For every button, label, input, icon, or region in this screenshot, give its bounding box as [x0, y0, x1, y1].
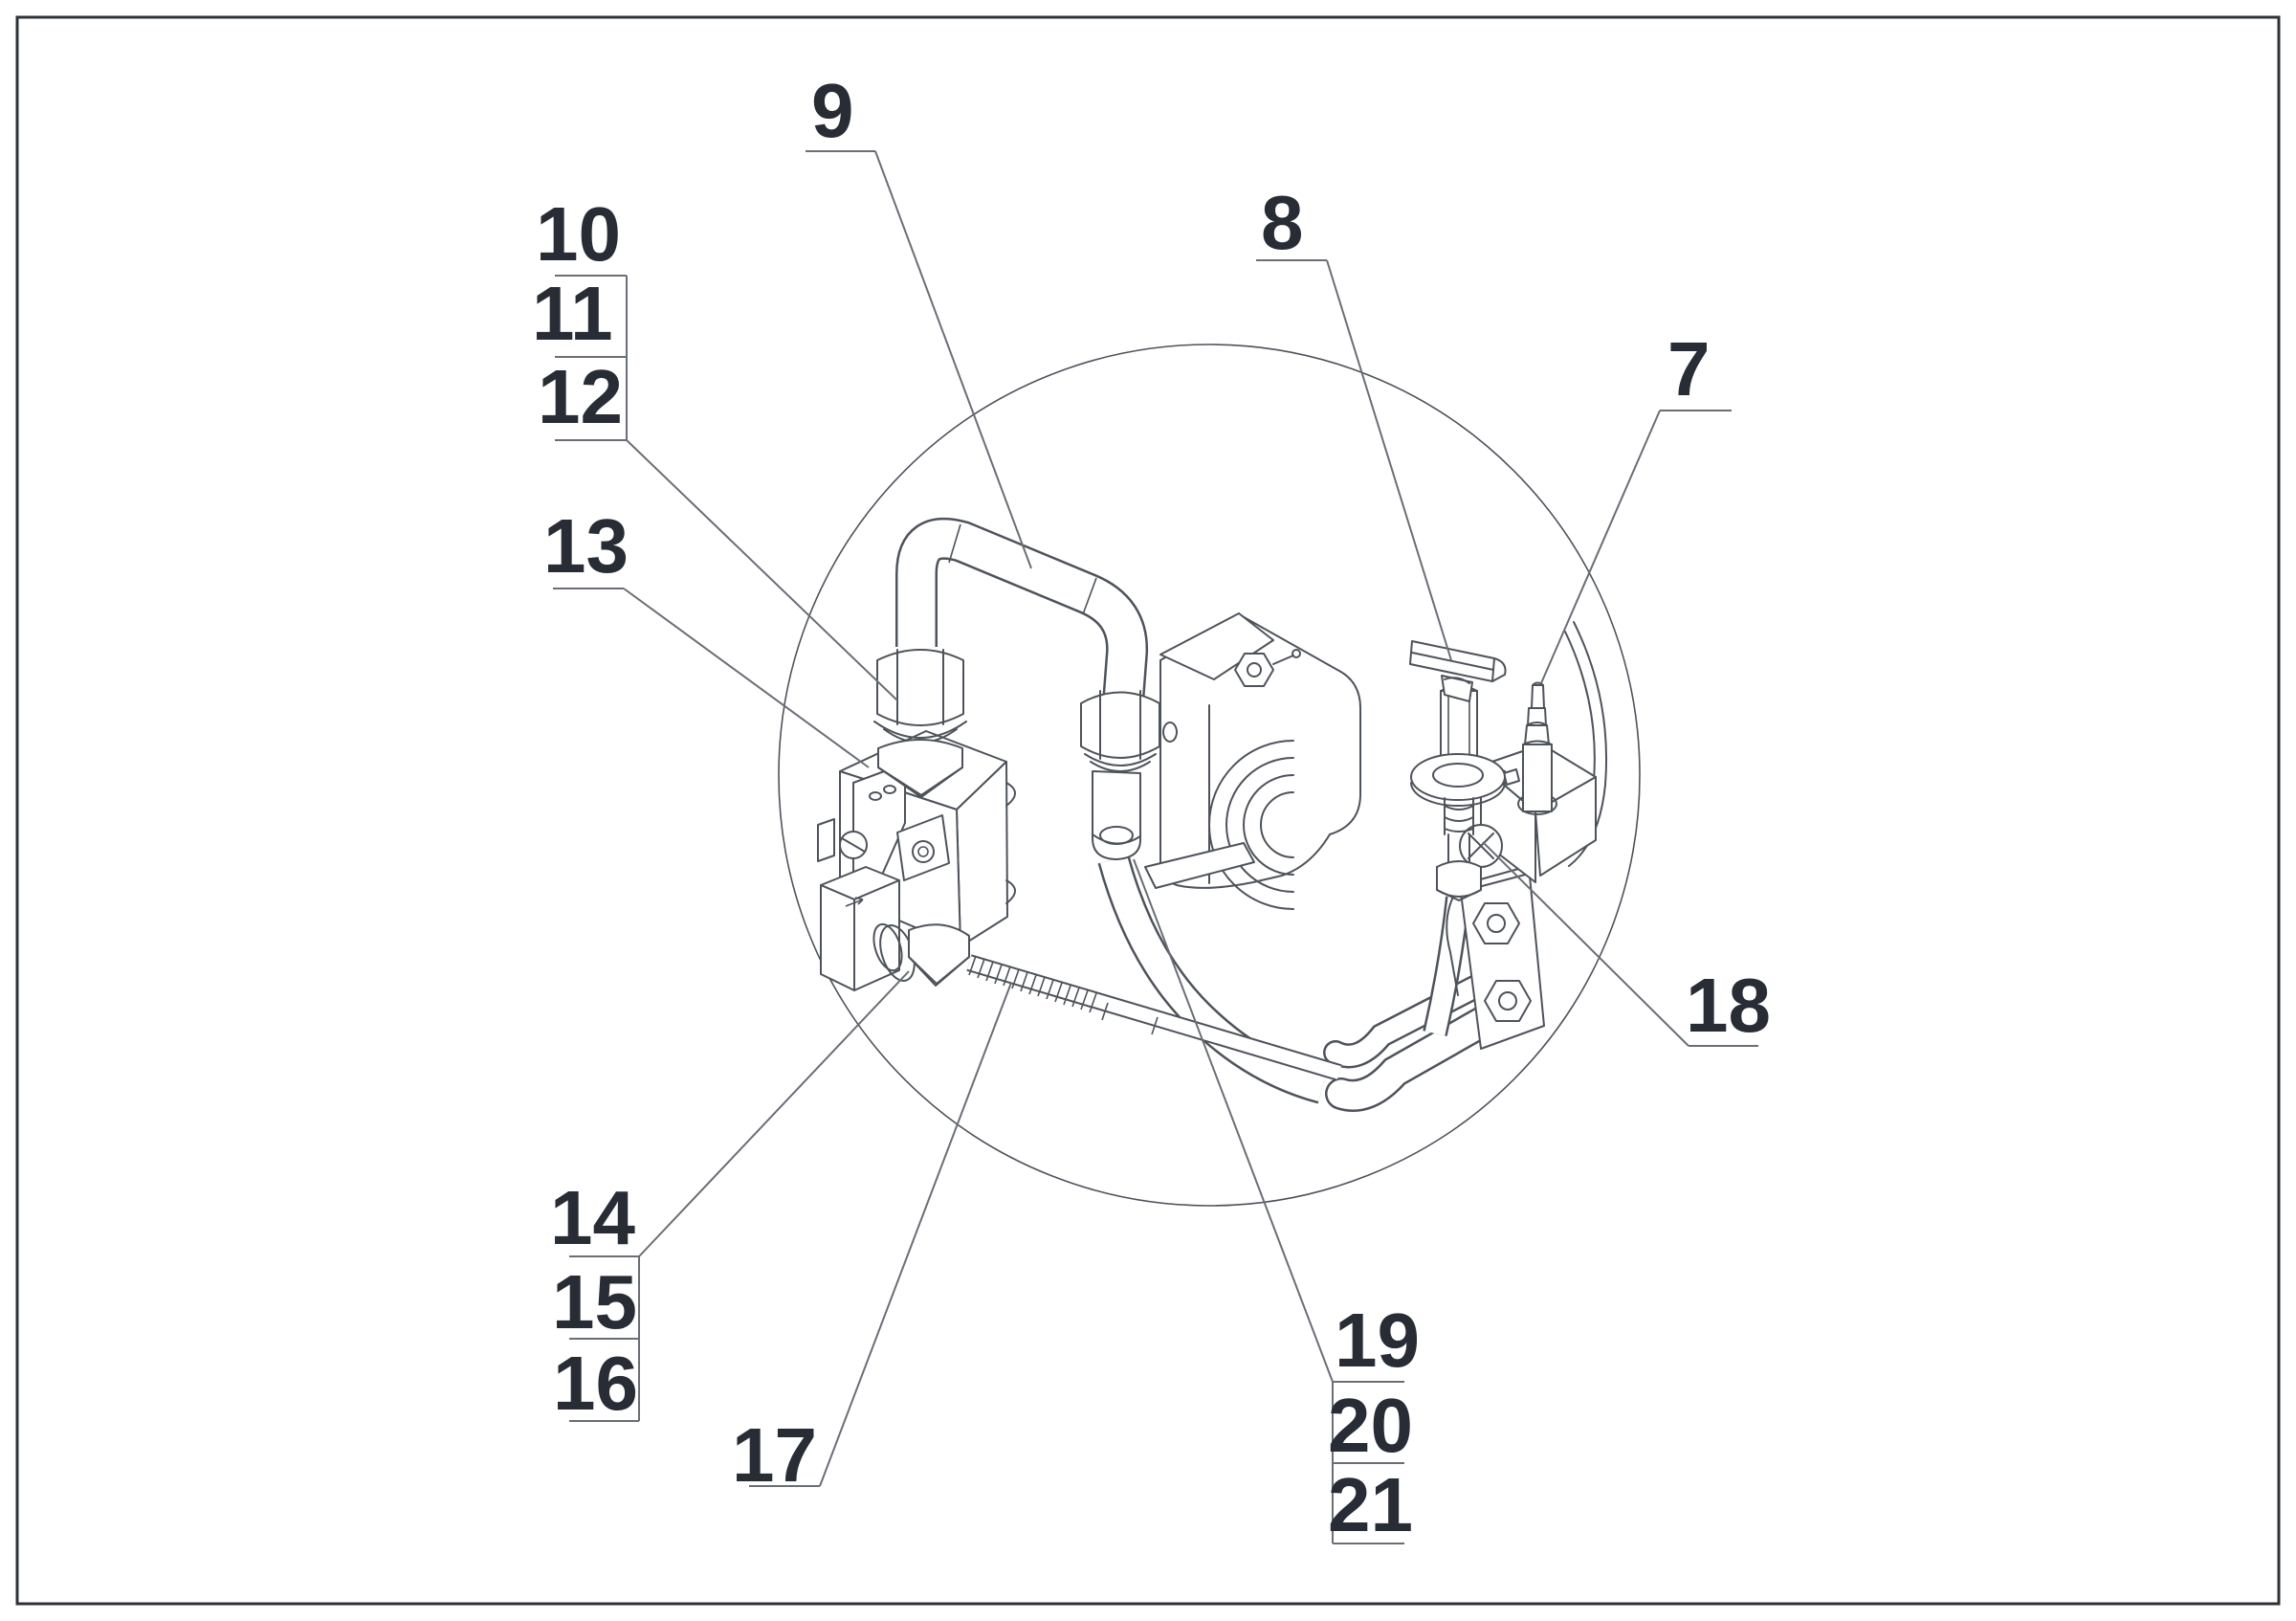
ignition-electrode — [1522, 681, 1553, 812]
solenoid-top-tab — [1159, 612, 1274, 680]
solenoid-foot — [1144, 842, 1255, 889]
callout-13: 13 — [543, 503, 629, 588]
callout-15: 15 — [552, 1259, 637, 1344]
burner-tube — [966, 954, 1342, 1081]
solenoid-assembly — [1144, 612, 1361, 910]
callout-8: 8 — [1261, 180, 1304, 265]
detail-circle — [778, 344, 1641, 1207]
bracket-bolt-lower — [1484, 980, 1532, 1022]
igniter-cap — [1409, 640, 1507, 702]
leader-10-11-12 — [626, 439, 898, 701]
elbow-pipe — [895, 517, 1149, 704]
leader-13 — [623, 588, 870, 768]
callouts: 9 8 7 10 11 12 13 14 — [532, 68, 1771, 1547]
bracket-bolt-upper — [1472, 902, 1520, 944]
callout-19: 19 — [1335, 1298, 1420, 1383]
callout-12: 12 — [538, 354, 623, 439]
leader-7 — [1540, 410, 1661, 684]
leader-14-15-16 — [638, 970, 910, 1257]
leader-9 — [874, 150, 1032, 569]
leader-18 — [1482, 841, 1689, 1047]
callout-10: 10 — [536, 191, 621, 277]
callout-18: 18 — [1686, 963, 1771, 1048]
mounting-bracket — [1446, 865, 1545, 1050]
leader-17 — [819, 982, 1012, 1487]
page-border — [15, 15, 2281, 1606]
leader-19-20-21 — [1133, 858, 1334, 1383]
ladder-19-20-21 — [1133, 858, 1404, 1544]
callout-20: 20 — [1328, 1383, 1413, 1468]
burner-pipes — [1097, 855, 1509, 1112]
igniter-flange — [1410, 753, 1506, 807]
ladder-10-11-12 — [555, 275, 898, 701]
thread-hatching — [968, 955, 1097, 1013]
flow-arrow — [845, 897, 864, 907]
inlet-fitting — [873, 649, 967, 798]
leader-8 — [1326, 259, 1452, 661]
valve-lug — [896, 814, 950, 881]
nozzle-fitting — [1080, 690, 1160, 860]
igniter-assembly — [1409, 640, 1597, 901]
valve-screw — [817, 818, 868, 862]
callout-7: 7 — [1667, 326, 1711, 411]
callout-17: 17 — [732, 1412, 817, 1498]
ladder-14-15-16 — [569, 970, 910, 1422]
outlet-valve-block — [820, 866, 970, 991]
outlet-nut — [908, 923, 970, 987]
igniter-neck — [1436, 797, 1482, 901]
callout-11: 11 — [532, 271, 613, 356]
callout-14: 14 — [550, 1175, 635, 1260]
callout-9: 9 — [811, 68, 854, 153]
solenoid-bolt — [1234, 649, 1301, 687]
nozzle-cup — [1092, 770, 1141, 860]
callout-16: 16 — [553, 1341, 638, 1426]
callout-21: 21 — [1328, 1462, 1413, 1547]
coil-windings — [1208, 740, 1294, 910]
